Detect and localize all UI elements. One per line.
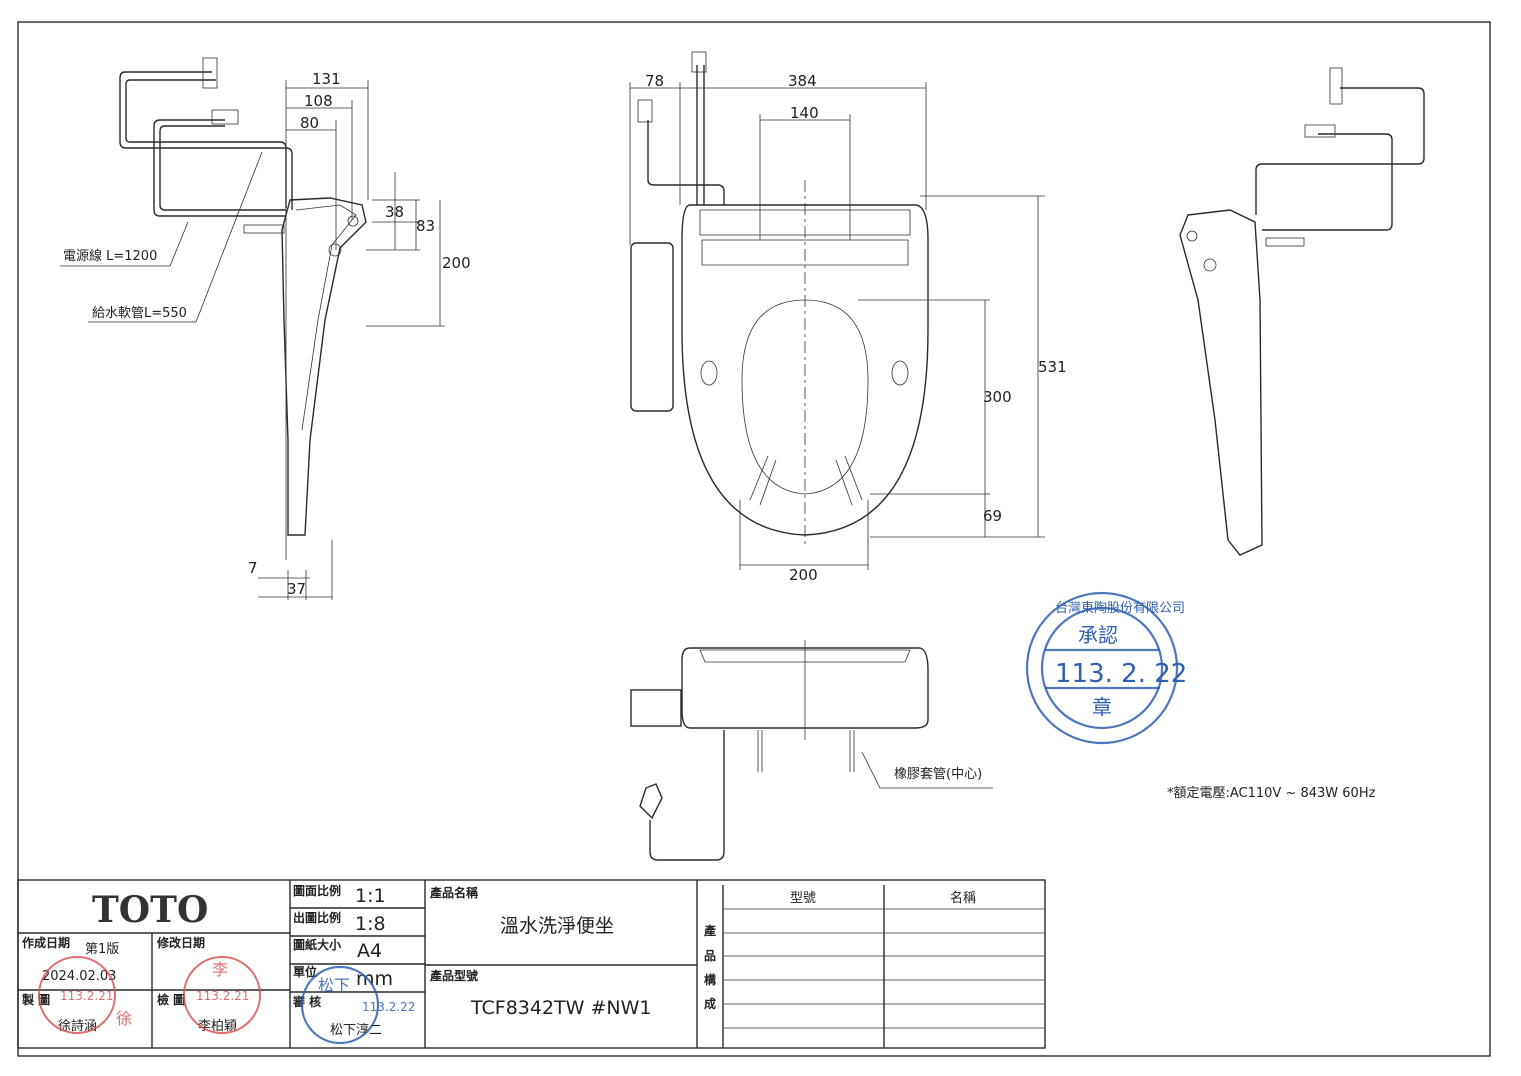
created-date-label: 作成日期 [22,935,70,950]
toto-logo: TOTO [92,889,208,931]
stamp-seal-char: 章 [1092,695,1112,719]
paper-size-label: 圖紙大小 [293,937,341,952]
created-date: 2024.02.03 [42,969,116,984]
approval-stamp: 台灣東陶股份有限公司 承認 113. 2. 22 章 [1025,591,1187,745]
composition-label-3: 構 [704,972,716,987]
dim-140: 140 [790,104,819,122]
dim-200-side: 200 [442,254,471,272]
approver-name: 松下淳二 [330,1022,382,1038]
dim-7: 7 [248,559,258,577]
stamp-title: 承認 [1078,623,1118,647]
stamp-red2-date: 113.2.21 [196,989,249,1003]
product-name: 溫水洗淨便坐 [500,915,614,937]
dim-384: 384 [788,72,817,90]
version: 第1版 [85,942,119,957]
checked-by-label: 檢 圖 [157,992,185,1007]
stamp-red1-date: 113.2.21 [60,989,113,1003]
stamp-company: 台灣東陶股份有限公司 [1055,600,1185,616]
stamp-red1-name: 徐 [116,1009,132,1028]
approve-label: 審 核 [292,994,321,1009]
dim-531: 531 [1038,358,1067,376]
rubber-sleeve-label: 橡膠套管(中心) [894,766,982,782]
rated-voltage-note: *額定電壓:AC110V ~ 843W 60Hz [1167,786,1376,801]
composition-label-4: 成 [704,996,716,1011]
stamp-blue-name: 松下 [318,976,350,995]
dim-37: 37 [287,580,306,598]
product-model: TCF8342TW #NW1 [470,997,651,1019]
modified-date-label: 修改日期 [156,935,205,950]
dim-78: 78 [645,72,664,90]
drawn-by-label: 製 圖 [21,992,50,1007]
personal-stamps: 徐 113.2.21 李 113.2.21 松下 113.2.22 [38,956,415,1045]
scale-value: 1:1 [355,885,386,907]
composition-label-2: 品 [704,949,716,963]
sheet-border [17,21,1491,1057]
paper-size-value: A4 [357,940,382,962]
dim-69: 69 [983,507,1002,525]
top-view: 78 384 140 531 300 69 200 [629,51,1067,584]
stamp-red2-name: 李 [212,960,228,979]
print-scale-value: 1:8 [355,913,386,935]
side-view-left: 131 108 80 38 83 200 7 37 電源線 L=1200 給水軟… [60,57,471,600]
title-block: TOTO 圖面比例 1:1 出圖比例 1:8 圖紙大小 A4 單位 mm 審 核… [17,879,1046,1049]
drawer-name: 徐詩涵 [58,1019,97,1034]
col-header-name: 名稱 [950,890,976,906]
water-hose-label: 給水軟管L=550 [92,305,187,321]
dim-83: 83 [416,217,435,235]
side-view-right [1179,67,1425,556]
power-cord-label: 電源線 L=1200 [63,248,157,264]
col-header-model: 型號 [790,891,816,906]
composition-label-1: 產 [703,923,716,938]
dim-80: 80 [300,114,319,132]
unit-value: mm [356,968,393,990]
product-model-label: 產品型號 [429,968,478,983]
stamp-blue-date: 113.2.22 [362,1000,415,1014]
dim-131: 131 [312,70,341,88]
dim-200-top: 200 [789,566,818,584]
scale-label: 圖面比例 [293,883,341,898]
front-view: 橡膠套管(中心) [630,640,993,861]
dim-300: 300 [983,388,1012,406]
remote-control [630,242,674,412]
dim-38: 38 [385,203,404,221]
unit-label: 單位 [293,964,317,979]
product-name-label: 產品名稱 [429,885,478,900]
dim-108: 108 [304,92,333,110]
stamp-date: 113. 2. 22 [1055,659,1187,689]
print-scale-label: 出圖比例 [293,910,341,925]
